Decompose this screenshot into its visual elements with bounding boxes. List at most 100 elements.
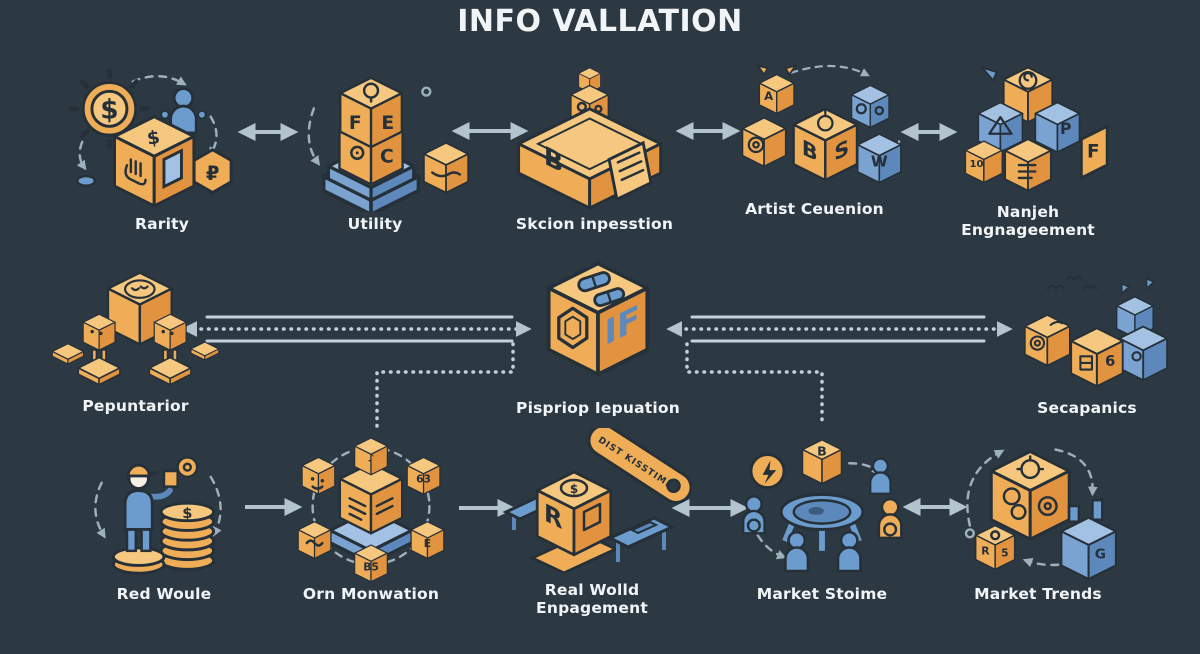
pepuntarior-icon: [51, 271, 220, 386]
page-title: INFO VALLATION: [457, 4, 743, 39]
node-pispriop: IF Pispriop Iepuation: [498, 256, 698, 418]
svg-text:A: A: [764, 89, 773, 103]
market-cube-icon: $ R: [535, 470, 613, 557]
castle-icon: [1116, 277, 1168, 382]
svg-text:5: 5: [1001, 547, 1008, 560]
elbow-pispriop-orn: [375, 342, 515, 428]
reputation-cube-icon: [106, 271, 173, 346]
small-cube-icon: A: [755, 64, 798, 115]
svg-text:$: $: [146, 127, 162, 150]
tile-icon: [190, 341, 220, 361]
artist-icon: A B S W: [741, 64, 902, 184]
platform-icon: B: [517, 107, 663, 210]
tile-icon: [1079, 124, 1109, 181]
shard-icon: [979, 65, 998, 83]
nanjeh-icon: P 10 F: [964, 65, 1109, 192]
coin-stack-icon: $: [159, 501, 216, 571]
node-rarity: $ $ ₽ Rarity: [52, 66, 272, 234]
blue-cube-top-icon: [850, 84, 890, 129]
svg-text:63: 63: [416, 473, 431, 486]
dollar-gear-icon: $: [69, 68, 150, 150]
svg-text:♪: ♪: [368, 451, 375, 464]
node-label: Utility: [347, 215, 403, 233]
node-trends: R 5 G Market Trends: [932, 436, 1144, 604]
svg-text:C: C: [380, 147, 394, 168]
svg-text:W: W: [871, 152, 888, 170]
rails-pispriop-pepuntarior: [181, 315, 532, 343]
svg-text:F: F: [1087, 142, 1100, 163]
center-cube-icon: [328, 462, 414, 565]
red-woule-icon: $: [94, 456, 222, 575]
svg-text:10: 10: [969, 159, 983, 170]
real-wolld-icon: DIST KISSTIME $ R: [502, 428, 692, 575]
node-label: Secapanics: [1037, 399, 1137, 417]
node-real-wolld: DIST KISSTIME $ R Real Wolld: [492, 428, 692, 618]
node-label: Rarity: [134, 215, 190, 233]
trends-icon: R 5 G: [964, 448, 1117, 581]
dot-icon: [76, 174, 97, 187]
node-label: Real Wolld Enpagement: [536, 581, 648, 617]
blue-cube-right-icon: W: [856, 133, 902, 184]
mechanic-cube-b-icon: 6: [1070, 327, 1124, 388]
node-label: Pispriop Iepuation: [516, 399, 680, 417]
svg-text:R: R: [981, 545, 990, 558]
svg-text:B5: B5: [363, 560, 379, 573]
svg-text:B: B: [802, 136, 818, 167]
node-label: Pepuntarior: [82, 397, 189, 415]
pispriop-icon: IF: [546, 261, 650, 377]
rarity-cube-icon: $: [113, 115, 196, 208]
collector-person-icon: [160, 87, 207, 135]
node-label: Nanjeh Engnageement: [961, 203, 1095, 239]
people-icons: [741, 457, 903, 573]
node-nanjeh: P 10 F Nanjeh Engnageement: [928, 62, 1128, 240]
svg-text:$: $: [100, 96, 118, 126]
svg-text:B: B: [544, 141, 563, 180]
crate-icon: B: [801, 439, 843, 485]
robot-right-icon: [148, 313, 192, 386]
svg-text:P: P: [1060, 119, 1071, 138]
blue-machine-icon: G: [1060, 499, 1117, 581]
cube-stack-icon: P 10 F: [964, 66, 1109, 192]
svg-text:$: $: [570, 482, 578, 496]
trend-cube-icon: [989, 450, 1071, 541]
mechanic-cube-a-icon: [1023, 314, 1071, 367]
node-label: Market Stoime: [756, 585, 888, 603]
node-orn: ♪ 63 E B5 Orn Monwation: [272, 436, 470, 604]
node-pepuntarior: Pepuntarior: [28, 264, 243, 416]
center-cube-icon: B S: [792, 107, 859, 182]
svg-text:B: B: [817, 443, 827, 458]
node-skcion: B Skcion inpesstion: [492, 66, 697, 234]
svg-text:$: $: [182, 505, 192, 522]
svg-text:E: E: [381, 113, 394, 134]
node-label: Orn Monwation: [302, 585, 440, 603]
tile-icon: [51, 343, 85, 365]
node-red-woule: $ Red Woule: [58, 436, 270, 604]
node-stoime: B Marke: [722, 436, 922, 604]
satellite-cubes-icon: ♪ 63 E B5: [297, 437, 445, 582]
pen-cube-icon: [741, 116, 787, 168]
svg-text:E: E: [424, 537, 431, 550]
collector-person-icon: [111, 463, 173, 575]
skcion-icon: B: [517, 67, 663, 210]
small-cube-icon: R 5: [974, 524, 1016, 571]
orn-icon: ♪ 63 E B5: [297, 437, 445, 582]
svg-text:G: G: [1095, 547, 1106, 563]
node-utility: C F E Utility: [275, 64, 475, 234]
stacked-cubes-icon: C F E: [338, 76, 404, 186]
node-label: Market Trends: [974, 585, 1102, 603]
secapanics-icon: 6: [1023, 275, 1168, 388]
node-secapanics: 6 Secapanics: [982, 272, 1192, 418]
birds-icon: [1046, 275, 1098, 290]
gem-icon: [557, 306, 589, 350]
svg-text:₽: ₽: [206, 162, 220, 185]
svg-text:F: F: [349, 113, 362, 134]
node-label: Red Woule: [116, 585, 212, 603]
rails-pispriop-secapanics: [666, 315, 1013, 343]
robot-left-icon: [77, 313, 121, 386]
elbow-pispriop-stoime: [685, 342, 824, 428]
currency-badge-icon: ₽: [192, 148, 233, 195]
gadget-icon: [162, 456, 199, 488]
svg-text:6: 6: [1105, 352, 1115, 370]
rarity-icon: $ $ ₽: [69, 68, 233, 208]
